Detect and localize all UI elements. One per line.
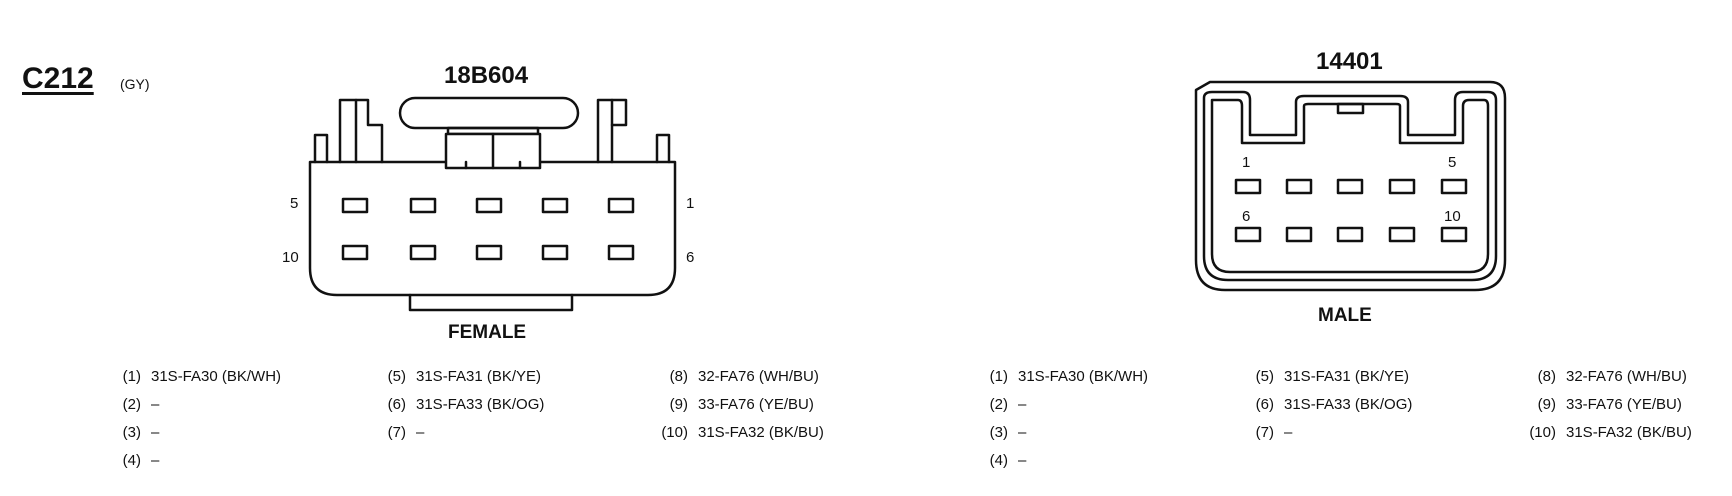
- pinout-row: (8)32-FA76 (WH/BU): [669, 368, 819, 385]
- pinout-row: (5)31S-FA31 (BK/YE): [387, 368, 542, 385]
- female-pin-label-bottom-left: 10: [282, 249, 299, 266]
- pinout-row: (2)–: [122, 396, 160, 413]
- female-label: FEMALE: [448, 322, 527, 343]
- female-pin-label-top-left: 5: [290, 195, 299, 212]
- pinout-row: (1)31S-FA30 (BK/WH): [989, 368, 1149, 385]
- pinout-row: (9)33-FA76 (YE/BU): [1537, 396, 1682, 413]
- female-pinout-col2: (5)31S-FA31 (BK/YE) (6)31S-FA33 (BK/OG) …: [370, 368, 545, 452]
- male-pinout-col3: (8)32-FA76 (WH/BU) (9)33-FA76 (YE/BU) (1…: [1520, 368, 1692, 452]
- pinout-row: (4)–: [989, 452, 1027, 469]
- pinout-row: (3)–: [122, 424, 160, 441]
- male-pin-label-top-left: 1: [1242, 154, 1251, 171]
- pinout-row: (9)33-FA76 (YE/BU): [669, 396, 814, 413]
- male-connector-body: [1194, 80, 1507, 292]
- pinout-row: (7)–: [1255, 424, 1293, 441]
- female-pin-label-top-right: 1: [686, 195, 695, 212]
- pinout-row: (4)–: [122, 452, 160, 469]
- female-pin-cavities: [341, 197, 635, 261]
- male-pin-label-bottom-right: 10: [1444, 208, 1461, 225]
- male-label: MALE: [1318, 305, 1372, 326]
- pinout-row: (10)31S-FA32 (BK/BU): [1529, 424, 1692, 441]
- pinout-row: (10)31S-FA32 (BK/BU): [661, 424, 824, 441]
- pinout-row: (3)–: [989, 424, 1027, 441]
- pinout-row: (5)31S-FA31 (BK/YE): [1255, 368, 1410, 385]
- pinout-row: (7)–: [387, 424, 425, 441]
- male-pin-cavities: [1234, 178, 1468, 243]
- female-pinout-col3: (8)32-FA76 (WH/BU) (9)33-FA76 (YE/BU) (1…: [652, 368, 824, 452]
- pinout-row: (2)–: [989, 396, 1027, 413]
- male-pin-label-top-right: 5: [1448, 154, 1457, 171]
- female-connector-body: [308, 96, 677, 312]
- connector-color-code: (GY): [120, 76, 150, 92]
- female-pin-label-bottom-right: 6: [686, 249, 695, 266]
- male-pin-label-bottom-left: 6: [1242, 208, 1251, 225]
- connector-id: C212: [22, 62, 94, 95]
- male-pinout-col2: (5)31S-FA31 (BK/YE) (6)31S-FA33 (BK/OG) …: [1238, 368, 1413, 452]
- pinout-row: (6)31S-FA33 (BK/OG): [1255, 396, 1413, 413]
- pinout-row: (6)31S-FA33 (BK/OG): [387, 396, 545, 413]
- pinout-row: (8)32-FA76 (WH/BU): [1537, 368, 1687, 385]
- female-pinout-col1: (1)31S-FA30 (BK/WH) (2)– (3)– (4)–: [105, 368, 281, 480]
- pinout-row: (1)31S-FA30 (BK/WH): [122, 368, 282, 385]
- male-part-number: 14401: [1316, 48, 1383, 75]
- female-part-number: 18B604: [444, 62, 529, 89]
- male-pinout-col1: (1)31S-FA30 (BK/WH) (2)– (3)– (4)–: [972, 368, 1148, 480]
